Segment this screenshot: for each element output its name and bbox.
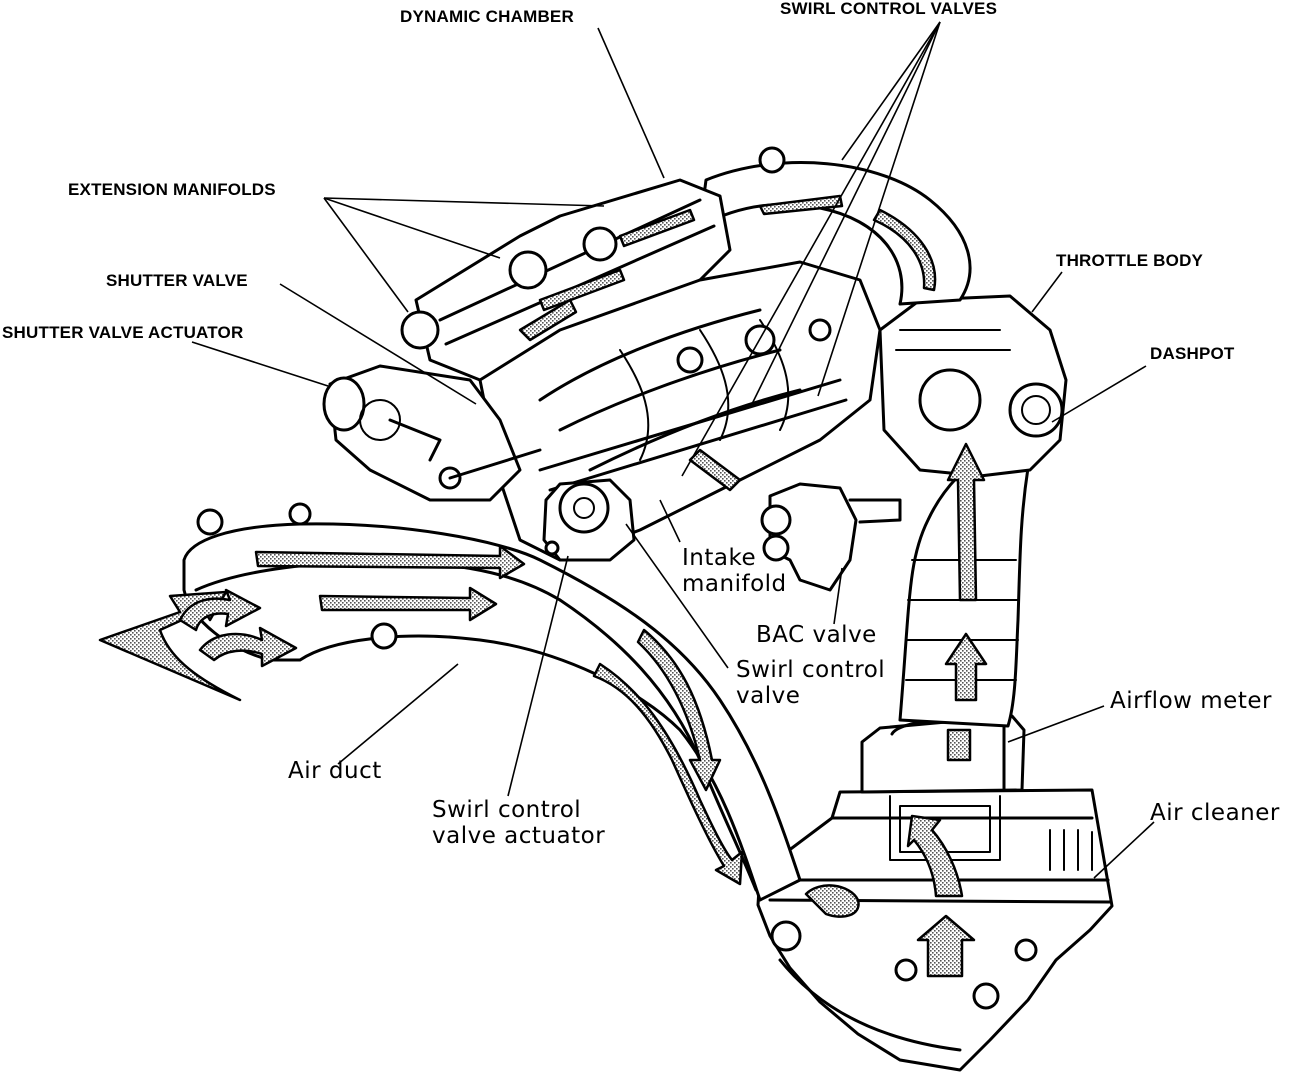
dynamic-chamber-drawing: [698, 146, 972, 306]
swirl-actuator-drawing: [542, 478, 636, 562]
airflow-arrows: [98, 298, 988, 978]
swirl-control-valve-label: Swirl control valve: [736, 657, 886, 710]
swirl-actuator-line-1: Swirl control: [432, 797, 582, 823]
air-duct-label: Air duct: [288, 758, 382, 784]
extension-manifolds-drawing: [400, 178, 732, 382]
dynamic-chamber-label: DYNAMIC CHAMBER: [400, 7, 574, 26]
dashpot-label: DASHPOT: [1150, 344, 1235, 363]
bac-valve-label: BAC valve: [756, 622, 877, 648]
airflow-meter-label: Airflow meter: [1110, 688, 1272, 714]
swirl-control-valve-actuator-label: Swirl control valve actuator: [432, 797, 606, 850]
throttle-body-drawing: [878, 294, 1068, 478]
airflow-meter-drawing: [860, 444, 1030, 794]
extension-manifolds-label: EXTENSION MANIFOLDS: [68, 180, 276, 199]
swirl-control-valve-line-2: valve: [736, 682, 801, 709]
throttle-body-label: THROTTLE BODY: [1056, 251, 1204, 270]
air-duct-drawing: [182, 502, 802, 902]
swirl-control-valve-line-1: Swirl control: [736, 657, 886, 683]
intake-manifold-line-1: Intake: [682, 545, 757, 571]
leader-lines: [191, 21, 1155, 879]
shutter-valve-label: SHUTTER VALVE: [106, 271, 248, 290]
intake-manifold-line-2: manifold: [682, 570, 787, 597]
bac-valve-drawing: [760, 482, 902, 592]
shutter-valve-actuator-label: SHUTTER VALVE ACTUATOR: [2, 323, 244, 342]
air-cleaner-label: Air cleaner: [1150, 800, 1280, 826]
swirl-actuator-line-2: valve actuator: [432, 822, 606, 849]
swirl-control-valves-label: SWIRL CONTROL VALVES: [780, 0, 998, 18]
intake-manifold-label: Intake manifold: [682, 545, 787, 598]
